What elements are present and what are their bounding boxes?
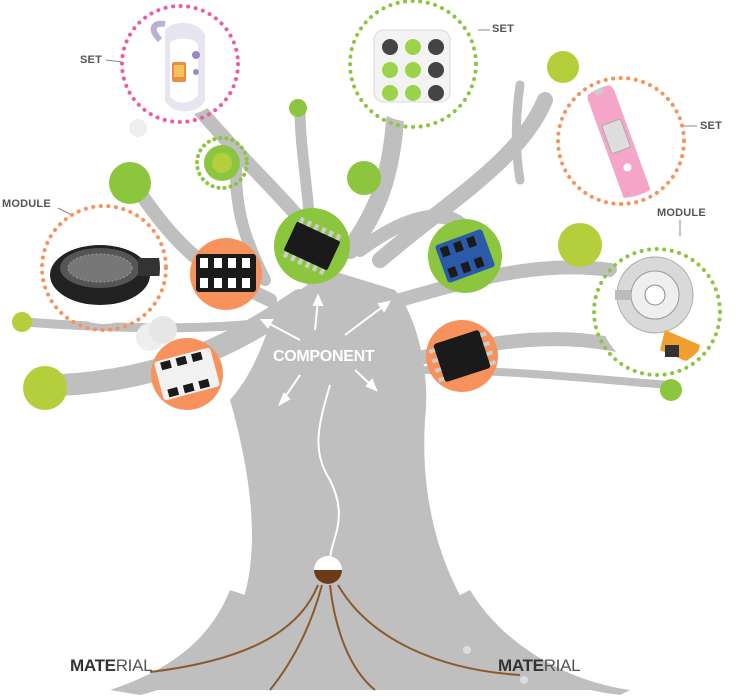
material-right-bold: MATE xyxy=(498,656,544,675)
label-module-right: MODULE xyxy=(657,207,706,219)
set-pink-thermometer xyxy=(556,76,686,206)
label-set-right: SET xyxy=(700,120,722,132)
label-set-top-center: SET xyxy=(492,23,514,35)
component-chip-4 xyxy=(151,338,223,410)
component-chip-1 xyxy=(190,238,262,310)
label-material-left: MATERIAL xyxy=(70,656,153,676)
label-material-right: MATERIAL xyxy=(498,656,581,676)
tree-trunk xyxy=(110,270,630,695)
roots xyxy=(149,584,521,691)
dotted-green-dot xyxy=(195,136,249,190)
label-component: COMPONENT xyxy=(273,348,375,365)
material-left-light: RIAL xyxy=(115,656,153,675)
material-left-bold: MATE xyxy=(70,656,116,675)
set-ear-thermometer xyxy=(120,4,240,124)
seed xyxy=(314,556,342,584)
set-grid-device xyxy=(348,0,478,129)
module-round-sensor xyxy=(40,204,168,332)
module-pressure-sensor xyxy=(592,247,722,377)
component-chip-2 xyxy=(274,208,350,284)
label-set-top-left: SET xyxy=(80,54,102,66)
label-module-left: MODULE xyxy=(2,198,51,210)
decorative-dots xyxy=(12,51,682,684)
component-chip-5 xyxy=(426,320,498,392)
component-arrows xyxy=(259,293,391,407)
stem-line xyxy=(317,384,340,561)
material-right-light: RIAL xyxy=(543,656,581,675)
component-chip-3 xyxy=(428,219,502,293)
callout-lines xyxy=(57,29,697,236)
